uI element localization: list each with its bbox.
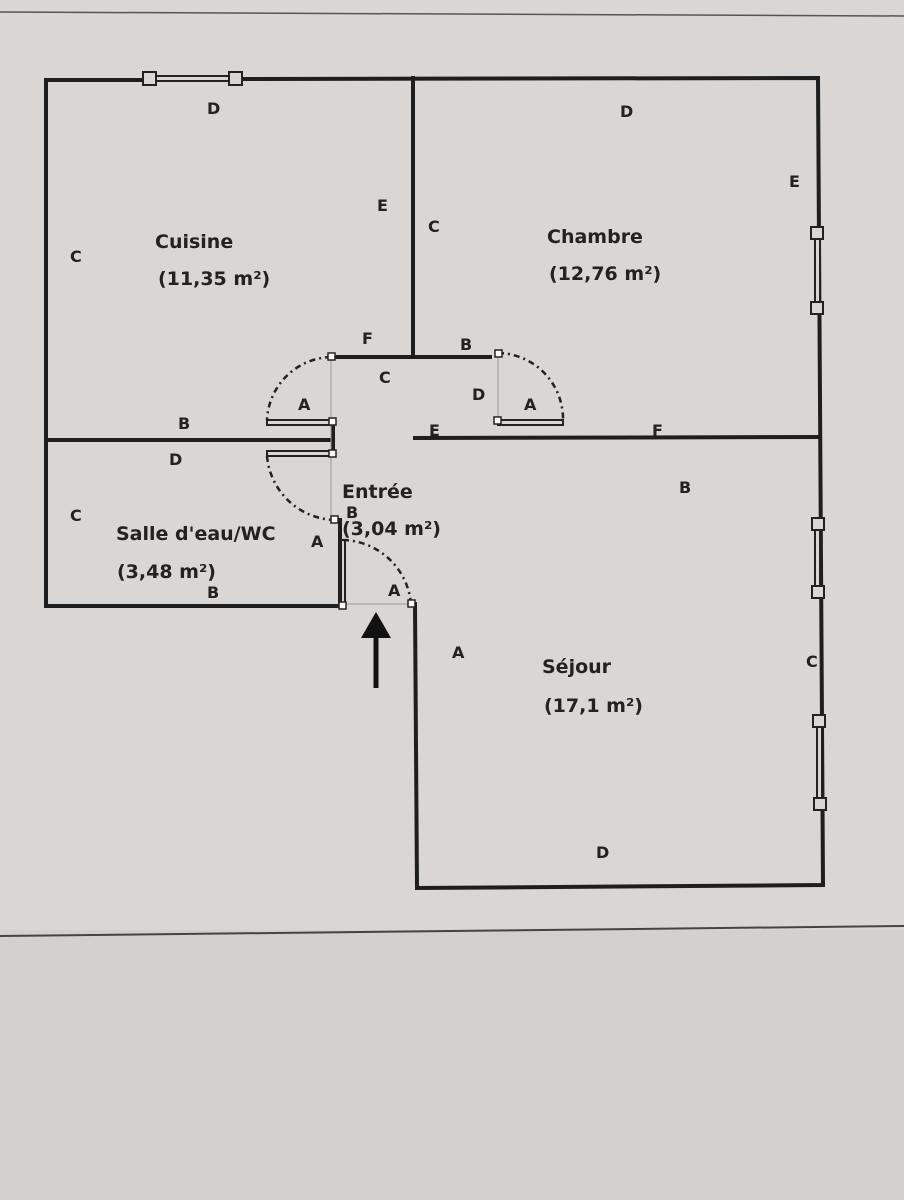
wall-label: B [679,478,691,497]
room-area-sejour: (17,1 m²) [544,695,643,717]
wall-label: C [806,652,818,671]
wall-label: D [207,99,220,118]
wall-label: B [460,335,472,354]
wall-label: D [620,102,633,121]
page-edge-top [0,11,904,17]
room-name-salle-eau: Salle d'eau/WC [116,523,276,545]
wall-label: A [524,395,537,414]
wall-label: C [428,217,440,236]
wall-label: B [178,414,190,433]
lower-page [0,930,904,1200]
wall-label: F [362,329,373,348]
wall-label: C [70,506,82,525]
wall-label: A [298,395,311,414]
wall-label: C [70,247,82,266]
wall-label: A [388,581,401,600]
room-name-cuisine: Cuisine [155,231,233,253]
wall-label: E [429,421,440,440]
room-labels: Cuisine (11,35 m²) Chambre (12,76 m²) En… [116,226,661,717]
windows [142,71,827,811]
room-area-chambre: (12,76 m²) [549,263,661,285]
room-name-chambre: Chambre [547,226,643,248]
wall-label: D [472,385,485,404]
room-name-sejour: Séjour [542,656,612,678]
wall-label: D [596,843,609,862]
wall-label: A [452,643,465,662]
wall-label: C [379,368,391,387]
wall-label: E [377,196,388,215]
room-area-salle-eau: (3,48 m²) [117,561,216,583]
wall-label: A [311,532,324,551]
room-area-entree: (3,04 m²) [342,518,441,540]
wall-labels: D D E E C C F B C A D A B E F D B C A B … [70,99,818,862]
wall-label: B [207,583,219,602]
room-area-cuisine: (11,35 m²) [158,268,270,290]
wall-label: D [169,450,182,469]
page-edge-bottom [0,925,904,937]
wall-label: E [789,172,800,191]
entrance-arrow-icon [361,612,391,688]
wall-label: F [652,421,663,440]
doors [265,349,565,610]
room-name-entree: Entrée [342,481,413,503]
wall-label: B [346,503,358,522]
walls [44,75,826,891]
